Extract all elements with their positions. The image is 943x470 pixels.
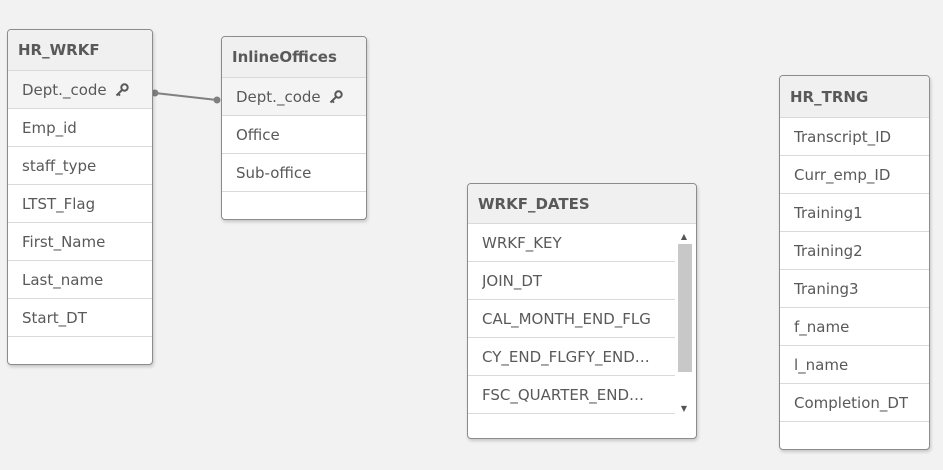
link-endpoint-left <box>151 89 159 97</box>
table-header[interactable]: InlineOffices <box>222 37 366 78</box>
link-line <box>154 92 218 101</box>
field-label: Training2 <box>794 241 863 260</box>
field-label: First_Name <box>22 232 106 251</box>
field-label: LTST_Flag <box>22 194 96 213</box>
field-row[interactable]: l_name <box>780 346 929 384</box>
field-label: Start_DT <box>22 308 87 327</box>
field-row[interactable]: Emp_id <box>8 109 152 147</box>
table-header[interactable]: HR_WRKF <box>8 30 152 71</box>
field-label: Office <box>236 125 280 144</box>
field-label: FSC_QUARTER_END… <box>482 385 645 404</box>
table-hr-wrkf[interactable]: HR_WRKF Dept._code Emp_id staff_type LTS… <box>7 29 153 365</box>
field-label: Emp_id <box>22 118 77 137</box>
field-label: Training1 <box>794 203 863 222</box>
field-row[interactable]: LTST_Flag <box>8 185 152 223</box>
field-row[interactable]: Sub-office <box>222 154 366 192</box>
field-row[interactable]: Dept._code <box>8 71 152 109</box>
field-row[interactable]: FSC_QUARTER_END… <box>468 376 675 414</box>
vertical-scrollbar[interactable]: ▲ ▼ <box>676 228 692 414</box>
table-inline-offices[interactable]: InlineOffices Dept._code Office Sub-offi… <box>221 36 367 220</box>
field-row[interactable]: Curr_emp_ID <box>780 156 929 194</box>
field-label: Curr_emp_ID <box>794 165 891 184</box>
field-row[interactable]: Transcript_ID <box>780 118 929 156</box>
field-label: WRKF_KEY <box>482 233 562 252</box>
field-row[interactable]: Traning3 <box>780 270 929 308</box>
field-row[interactable]: Start_DT <box>8 299 152 337</box>
field-row[interactable]: First_Name <box>8 223 152 261</box>
field-label: CY_END_FLGFY_END… <box>482 347 650 366</box>
scroll-thumb[interactable] <box>678 244 692 372</box>
table-wrkf-dates[interactable]: WRKF_DATES WRKF_KEY JOIN_DT CAL_MONTH_EN… <box>467 183 697 439</box>
scroll-up-arrow-icon[interactable]: ▲ <box>680 231 688 241</box>
field-row[interactable]: f_name <box>780 308 929 346</box>
field-label: Dept._code <box>236 87 321 106</box>
field-label: Sub-office <box>236 163 312 182</box>
field-label: JOIN_DT <box>482 271 543 290</box>
field-label: CAL_MONTH_END_FLG <box>482 309 651 328</box>
field-label: Traning3 <box>794 279 859 298</box>
link-endpoint-right <box>213 96 221 104</box>
field-label: f_name <box>794 317 850 336</box>
field-label: l_name <box>794 355 849 374</box>
field-row[interactable]: CAL_MONTH_END_FLG <box>468 300 675 338</box>
field-row[interactable]: Training2 <box>780 232 929 270</box>
field-row[interactable]: WRKF_KEY <box>468 224 675 262</box>
field-row[interactable]: Dept._code <box>222 78 366 116</box>
scroll-down-arrow-icon[interactable]: ▼ <box>680 403 688 413</box>
field-row[interactable]: Office <box>222 116 366 154</box>
field-row[interactable]: staff_type <box>8 147 152 185</box>
field-label: staff_type <box>22 156 97 175</box>
field-row[interactable]: Last_name <box>8 261 152 299</box>
field-row[interactable]: Completion_DT <box>780 384 929 422</box>
table-header[interactable]: HR_TRNG <box>780 76 929 118</box>
field-row[interactable]: JOIN_DT <box>468 262 675 300</box>
field-label: Dept._code <box>22 80 107 99</box>
field-label: Completion_DT <box>794 393 909 412</box>
field-row[interactable]: Training1 <box>780 194 929 232</box>
key-icon <box>329 89 343 104</box>
key-icon <box>115 82 129 97</box>
field-label: Transcript_ID <box>794 127 892 146</box>
field-row[interactable]: CY_END_FLGFY_END… <box>468 338 675 376</box>
table-header[interactable]: WRKF_DATES <box>468 184 696 224</box>
table-hr-trng[interactable]: HR_TRNG Transcript_ID Curr_emp_ID Traini… <box>779 75 930 450</box>
field-label: Last_name <box>22 270 104 289</box>
